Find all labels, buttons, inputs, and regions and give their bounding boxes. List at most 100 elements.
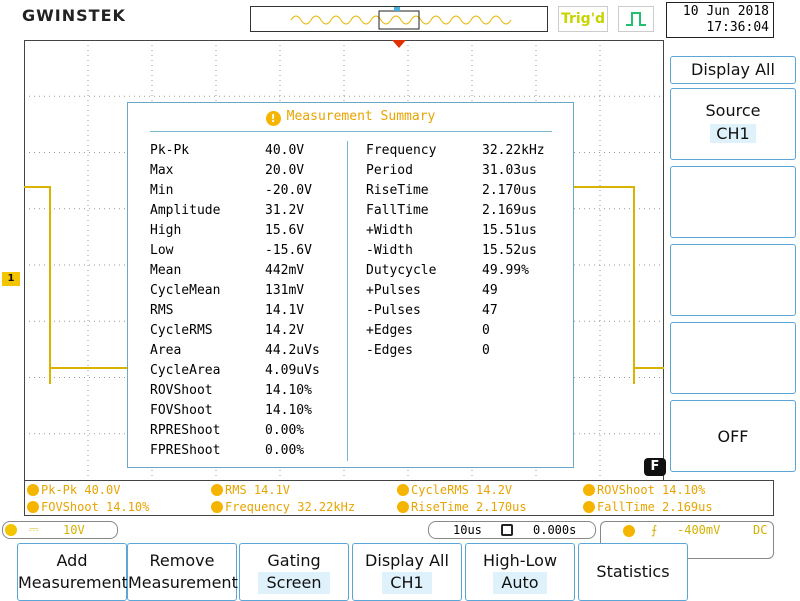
measurement-value: -15.6V [265, 243, 312, 258]
measurement-name: CycleMean [150, 283, 221, 298]
measurement-value: 0.00% [265, 423, 305, 438]
ch1-status[interactable]: ⎓ 10V [2, 521, 118, 539]
measurement-bar-text: RMS 14.1V [225, 483, 291, 497]
side-button-empty-2[interactable] [670, 244, 796, 316]
measurement-bar-item[interactable]: ROVShoot 14.10% [583, 483, 705, 497]
softkey-6[interactable]: Statistics [578, 543, 688, 601]
measurement-name: High [150, 223, 182, 238]
measurement-value: 4.09uVs [265, 363, 320, 378]
measurement-name: Min [150, 183, 174, 198]
off-button[interactable]: OFF [670, 400, 796, 472]
side-button-empty-3[interactable] [670, 322, 796, 394]
measurement-name: +Pulses [366, 283, 421, 298]
measurement-bar-item[interactable]: RMS 14.1V [211, 483, 290, 497]
softkey-label: Gating [267, 551, 321, 570]
measurement-name: Low [150, 243, 174, 258]
measurement-value: 32.22kHz [482, 143, 545, 158]
measurement-row: RMS 14.1V [150, 303, 350, 323]
measurement-bar-text: FOVShoot 14.10% [41, 500, 150, 514]
measurement-value: 14.10% [265, 383, 312, 398]
summary-title: !Measurement Summary [128, 109, 573, 126]
trigger-coupling: DC [753, 523, 768, 537]
pulse-mode-icon[interactable] [618, 6, 654, 32]
measurement-value: 0 [482, 343, 490, 358]
measurement-row: Frequency 32.22kHz [366, 143, 566, 163]
measurement-value: 44.2uVs [265, 343, 320, 358]
source-value: CH1 [710, 124, 756, 143]
measurement-bar-item[interactable]: FallTime 2.169us [583, 500, 713, 514]
time: 17:36:04 [706, 20, 769, 35]
measurement-value: 0.00% [265, 443, 305, 458]
measurement-bar-item[interactable]: CycleRMS 14.2V [397, 483, 512, 497]
measurement-bar-item[interactable]: RiseTime 2.170us [397, 500, 527, 514]
dc-coupling-icon: ⎓ [29, 522, 39, 536]
measurement-name: FOVShoot [150, 403, 213, 418]
rising-edge-icon: ⨍ [651, 523, 658, 537]
measurement-row: RPREShoot 0.00% [150, 423, 350, 443]
measurement-name: Period [366, 163, 413, 178]
measurement-row: ROVShoot 14.10% [150, 383, 350, 403]
ch1-dot-icon [583, 484, 595, 496]
softkey-value: CH1 [382, 572, 432, 594]
softkey-value: Screen [258, 572, 330, 594]
measurement-bar: Pk-Pk 40.0V RMS 14.1V CycleRMS 14.2V ROVSho… [24, 480, 774, 516]
measurement-name: RPREShoot [150, 423, 221, 438]
measurement-name: RMS [150, 303, 174, 318]
trigger-source-badge [623, 525, 635, 537]
side-button-empty-1[interactable] [670, 166, 796, 238]
function-key-icon[interactable]: F [644, 458, 666, 476]
measurement-row: Low -15.6V [150, 243, 350, 263]
measurement-bar-item[interactable]: Frequency 32.22kHz [211, 500, 355, 514]
overview-wave-icon [290, 7, 512, 30]
divider [150, 131, 552, 132]
ch1-dot-icon [397, 501, 409, 513]
ch1-dot-icon [583, 501, 595, 513]
measurement-value: 2.170us [482, 183, 537, 198]
display-all-heading: Display All [670, 56, 796, 84]
info-icon: ! [265, 111, 281, 126]
measurement-bar-text: FallTime 2.169us [597, 500, 713, 514]
measurement-bar-text: CycleRMS 14.2V [411, 483, 513, 497]
measurement-name: -Width [366, 243, 413, 258]
trigger-position-marker[interactable] [392, 40, 406, 48]
softkey-label: Remove [149, 551, 215, 570]
measurement-name: ROVShoot [150, 383, 213, 398]
measurement-bar-text: Frequency 32.22kHz [225, 500, 356, 514]
measurement-name: Frequency [366, 143, 437, 158]
measurement-name: Max [150, 163, 174, 178]
ch1-dot-icon [27, 501, 39, 513]
timebase-status[interactable]: 10us 0.000s [428, 521, 596, 539]
measurement-value: 14.1V [265, 303, 305, 318]
save-icon [501, 524, 513, 536]
measurement-name: CycleRMS [150, 323, 213, 338]
ch1-level-marker[interactable]: 1 [2, 272, 20, 286]
measurement-bar-item[interactable]: FOVShoot 14.10% [27, 500, 149, 514]
measurement-bar-text: RiseTime 2.170us [411, 500, 527, 514]
ch1-dot-icon [27, 484, 39, 496]
measurement-bar-item[interactable]: Pk-Pk 40.0V [27, 483, 120, 497]
source-button[interactable]: Source CH1 [670, 88, 796, 160]
measurement-value: 2.169us [482, 203, 537, 218]
measurement-name: Amplitude [150, 203, 221, 218]
measurement-name: Pk-Pk [150, 143, 190, 158]
trigger-level: -400mV [677, 523, 721, 537]
softkey-label: Display All [365, 551, 449, 570]
date-time: 10 Jun 2018 17:36:04 [666, 2, 774, 38]
